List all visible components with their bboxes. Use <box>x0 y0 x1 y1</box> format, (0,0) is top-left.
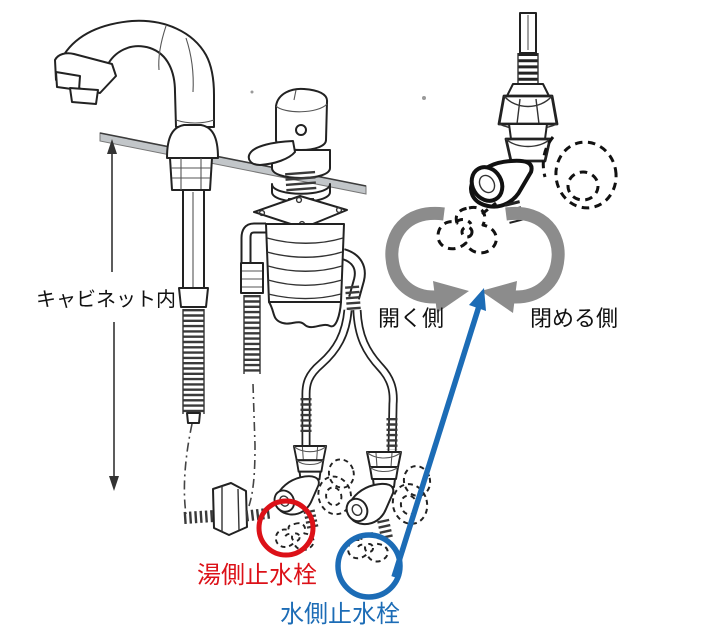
cabinet-extent-arrow <box>107 139 119 491</box>
cold-valve-label: 水側止水栓 <box>280 601 400 628</box>
close-rotation-arrow <box>481 206 565 313</box>
hot-valve-label: 湯側止水栓 <box>197 562 317 589</box>
hot-valve-highlight-circle <box>256 498 316 558</box>
speck <box>422 96 426 100</box>
supply-pipes <box>300 285 398 457</box>
hot-hose-connection-dashline <box>248 383 256 507</box>
stop-valve-detail-view <box>469 12 618 224</box>
lever-handle-unit <box>247 87 331 203</box>
gooseneck-faucet <box>54 19 219 515</box>
close-side-label: 閉める側 <box>530 306 618 331</box>
cold-valve-pointer-arrow <box>391 288 486 578</box>
open-side-label: 開く側 <box>378 306 444 331</box>
open-rotation-arrow <box>385 206 469 313</box>
hose-adapter-fitting <box>183 482 272 536</box>
speck <box>250 90 254 94</box>
detail-valve-handle-dashed <box>436 201 498 255</box>
mixing-valve-body <box>240 195 366 507</box>
shower-hose-connection-dashline <box>183 423 193 515</box>
wall-flange-dashed <box>541 136 618 210</box>
cabinet-label: キャビネット内 <box>36 288 176 311</box>
